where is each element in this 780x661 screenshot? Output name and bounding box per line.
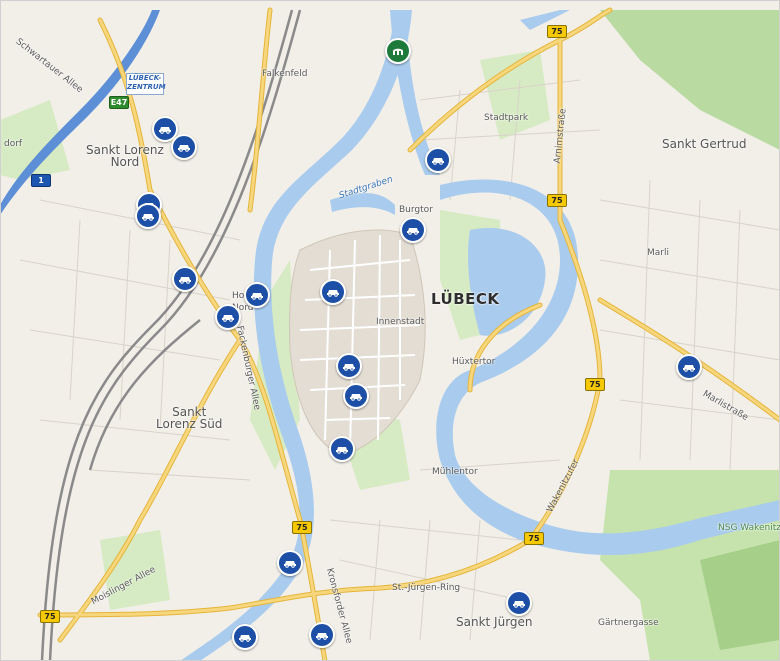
- traffic-marker[interactable]: [232, 624, 258, 650]
- road-shield-b75: 75: [40, 610, 60, 623]
- place-label-gaertnergasse: Gärtnergasse: [598, 618, 659, 628]
- road-shield-b75: 75: [585, 378, 605, 391]
- urban-fabric: [19, 79, 780, 641]
- car-marker-icon: [350, 394, 362, 401]
- car-marker-icon: [222, 315, 234, 322]
- traffic-marker[interactable]: [400, 217, 426, 243]
- place-label-marli: Marli: [647, 248, 669, 258]
- district-label-sankt-lorenz-sued: Sankt Lorenz Süd: [156, 405, 223, 431]
- district-label-innenstadt: Innenstadt: [376, 317, 425, 327]
- poi-marker-icon: [393, 48, 403, 55]
- car-marker-icon: [179, 277, 191, 284]
- car-marker-icon: [327, 290, 339, 297]
- place-label-falkenfeld: Falkenfeld: [262, 69, 308, 79]
- traffic-marker[interactable]: [676, 354, 702, 380]
- district-label-sankt-lorenz-nord: Sankt Lorenz Nord: [86, 143, 164, 169]
- car-marker-icon: [432, 158, 444, 165]
- car-marker-icon: [513, 601, 525, 608]
- car-marker-icon: [142, 214, 154, 221]
- car-marker-icon: [178, 145, 190, 152]
- road-shield-b75: 75: [547, 25, 567, 38]
- road-label-st-juergen-ring: St.-Jürgen-Ring: [392, 583, 461, 593]
- car-marker-icon: [284, 561, 296, 568]
- traffic-marker[interactable]: [277, 550, 303, 576]
- poi-marker[interactable]: [385, 38, 411, 64]
- traffic-marker[interactable]: [135, 203, 161, 229]
- car-marker-icon: [159, 127, 171, 134]
- autobahn-a1: [0, 10, 160, 215]
- district-label-sankt-juergen: Sankt Jürgen: [456, 615, 533, 629]
- traffic-marker[interactable]: [244, 282, 270, 308]
- car-marker-icon: [336, 447, 348, 454]
- road-shield-e47: E47: [109, 96, 129, 109]
- traffic-marker[interactable]: [320, 279, 346, 305]
- car-marker-icon: [316, 633, 328, 640]
- junction-label: LÜBECK- ZENTRUM: [126, 73, 166, 95]
- traffic-marker[interactable]: [425, 147, 451, 173]
- road-shield-a1: 1: [31, 174, 51, 187]
- road-shield-b75: 75: [524, 532, 544, 545]
- traffic-marker[interactable]: [171, 134, 197, 160]
- car-marker-icon: [407, 228, 419, 235]
- road-shield-b75: 75: [547, 194, 567, 207]
- traffic-marker[interactable]: [329, 436, 355, 462]
- car-marker-icon: [343, 364, 355, 371]
- traffic-marker[interactable]: [172, 266, 198, 292]
- traffic-marker[interactable]: [343, 383, 369, 409]
- park-label-nsg-wakenitz: NSG Wakenitz: [718, 523, 780, 533]
- road-shield-b75: 75: [292, 521, 312, 534]
- traffic-marker[interactable]: [506, 590, 532, 616]
- place-label-dorf: dorf: [4, 139, 23, 149]
- traffic-marker[interactable]: [215, 304, 241, 330]
- car-marker-icon: [251, 293, 263, 300]
- district-label-sankt-gertrud: Sankt Gertrud: [662, 137, 747, 151]
- city-label-luebeck: LÜBECK: [431, 290, 500, 308]
- traffic-marker[interactable]: [309, 622, 335, 648]
- place-label-burgtor: Burgtor: [399, 205, 433, 215]
- car-marker-icon: [239, 635, 251, 642]
- old-town-streets: [288, 229, 426, 456]
- place-label-muehlentor: Mühlentor: [432, 467, 478, 477]
- place-label-holstentor-nord: Holst Nord: [232, 291, 255, 313]
- car-marker-icon: [683, 365, 695, 372]
- traffic-marker[interactable]: [336, 353, 362, 379]
- place-label-stadtpark: Stadtpark: [484, 113, 529, 123]
- place-label-huexertor: Hüxtertor: [452, 357, 496, 367]
